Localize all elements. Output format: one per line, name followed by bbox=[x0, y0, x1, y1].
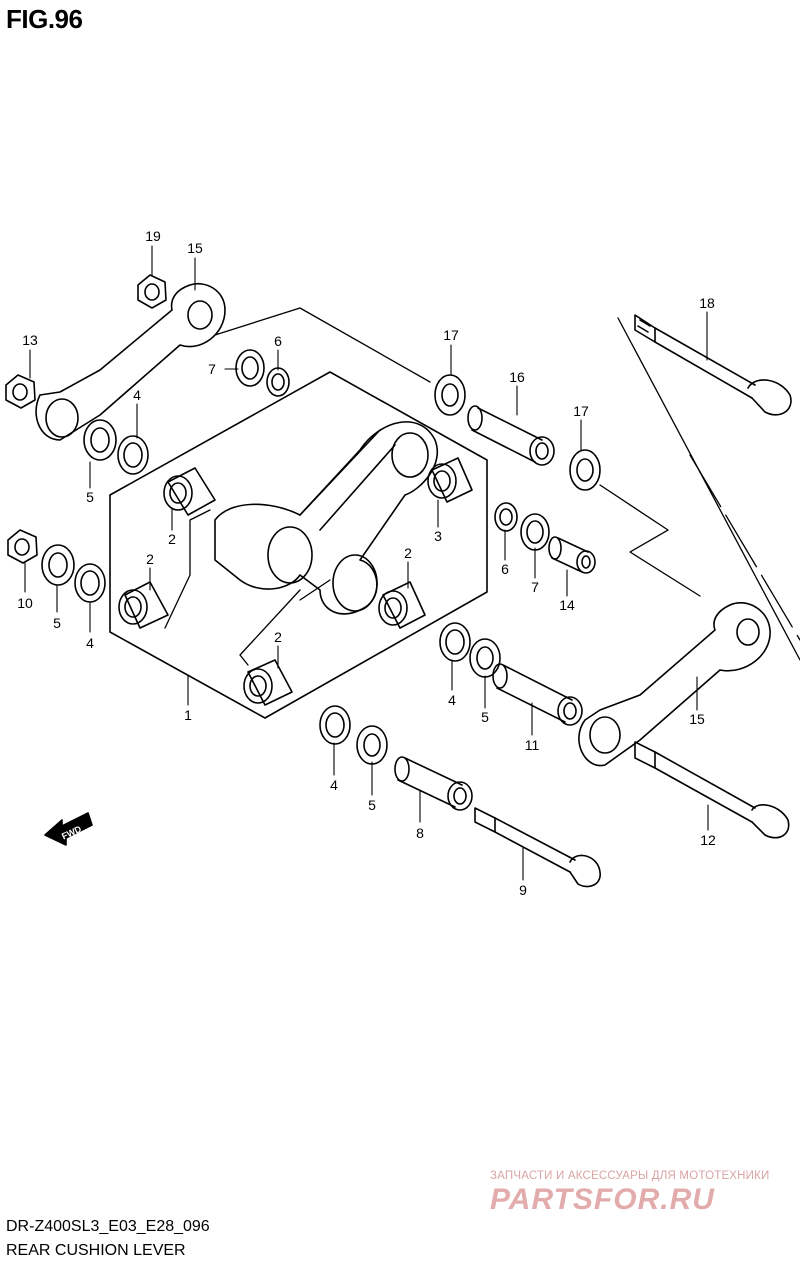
callout-15-upper: 15 bbox=[187, 240, 203, 256]
callout-5-right: 5 bbox=[481, 709, 489, 725]
callout-17-lower: 17 bbox=[573, 403, 589, 419]
bolt-9 bbox=[474, 807, 601, 888]
callout-5-left: 5 bbox=[53, 615, 61, 631]
callout-10: 10 bbox=[17, 595, 33, 611]
callout-7-upper: 7 bbox=[208, 361, 216, 377]
washer-5-right bbox=[469, 638, 501, 678]
bearing-2-upper bbox=[163, 467, 216, 516]
callout-9: 9 bbox=[519, 882, 527, 898]
callout-4-bottom: 4 bbox=[330, 777, 338, 793]
callout-11: 11 bbox=[525, 737, 540, 753]
seal-4-left bbox=[74, 563, 106, 603]
callout-7-lower: 7 bbox=[531, 579, 539, 595]
washer-5-bottom bbox=[356, 725, 388, 765]
callout-18: 18 bbox=[699, 295, 715, 311]
bearing-2-lower-left bbox=[118, 581, 169, 629]
callout-leaders bbox=[24, 245, 709, 881]
cushion-rod-15-lower bbox=[578, 602, 771, 767]
callout-4-right: 4 bbox=[448, 692, 456, 708]
washer-5-upper bbox=[83, 419, 117, 461]
callout-13: 13 bbox=[22, 332, 38, 348]
callout-15-lower: 15 bbox=[689, 711, 705, 727]
callout-6-upper: 6 bbox=[274, 333, 282, 349]
watermark-logo: PARTSFOR.RU bbox=[490, 1183, 715, 1216]
callout-2-left: 2 bbox=[146, 551, 154, 567]
callout-3: 3 bbox=[434, 528, 442, 544]
fwd-arrow-icon bbox=[44, 812, 93, 846]
washer-7-lower bbox=[520, 513, 550, 551]
callout-1: 1 bbox=[184, 707, 192, 723]
guide-lines bbox=[164, 307, 800, 666]
callout-2-right: 2 bbox=[404, 545, 412, 561]
callout-14: 14 bbox=[559, 597, 575, 613]
spacer-11 bbox=[492, 663, 583, 726]
seal-4-bottom bbox=[319, 705, 351, 745]
nut-10 bbox=[7, 529, 38, 564]
figure-name: REAR CUSHION LEVER bbox=[6, 1242, 186, 1259]
washer-5-left bbox=[41, 544, 75, 586]
cushion-rod-15-upper bbox=[35, 283, 226, 441]
callout-19: 19 bbox=[145, 228, 161, 244]
washer-17-lower bbox=[569, 449, 601, 491]
bearing-2-right bbox=[378, 581, 426, 629]
seal-6-lower bbox=[494, 502, 518, 532]
callout-12: 12 bbox=[700, 832, 716, 848]
figure-code: DR-Z400SL3_E03_E28_096 bbox=[6, 1218, 210, 1235]
spacer-8 bbox=[394, 756, 473, 811]
callout-2-bottom: 2 bbox=[274, 629, 282, 645]
callout-16: 16 bbox=[509, 369, 525, 385]
collar-14 bbox=[548, 536, 596, 574]
callout-5-bottom: 5 bbox=[368, 797, 376, 813]
callout-4-left: 4 bbox=[86, 635, 94, 651]
nut-13 bbox=[5, 374, 36, 409]
callout-6-lower: 6 bbox=[501, 561, 509, 577]
fig-title: FIG.96 bbox=[6, 4, 83, 34]
seal-4-upper bbox=[117, 435, 149, 475]
callout-4-upper: 4 bbox=[133, 387, 141, 403]
washer-17-upper bbox=[434, 374, 466, 416]
callout-17-upper: 17 bbox=[443, 327, 459, 343]
seal-4-right bbox=[439, 622, 471, 662]
bearing-2-bottom bbox=[243, 659, 293, 706]
cushion-lever-body bbox=[214, 421, 438, 615]
lever-assembly-outline bbox=[109, 371, 488, 719]
callout-8: 8 bbox=[416, 825, 424, 841]
washer-7-upper bbox=[235, 349, 265, 387]
bolt-12 bbox=[634, 741, 790, 839]
nut-19 bbox=[137, 274, 167, 309]
watermark-tagline: ЗАПЧАСТИ И АКСЕССУАРЫ ДЛЯ МОТОТЕХНИКИ bbox=[490, 1170, 770, 1182]
bearing-3 bbox=[427, 457, 473, 503]
spacer-16 bbox=[467, 405, 555, 466]
seal-6-upper bbox=[266, 367, 290, 397]
callout-2-upper: 2 bbox=[168, 531, 176, 547]
callout-5-upper: 5 bbox=[86, 489, 94, 505]
bolt-18 bbox=[634, 314, 792, 416]
